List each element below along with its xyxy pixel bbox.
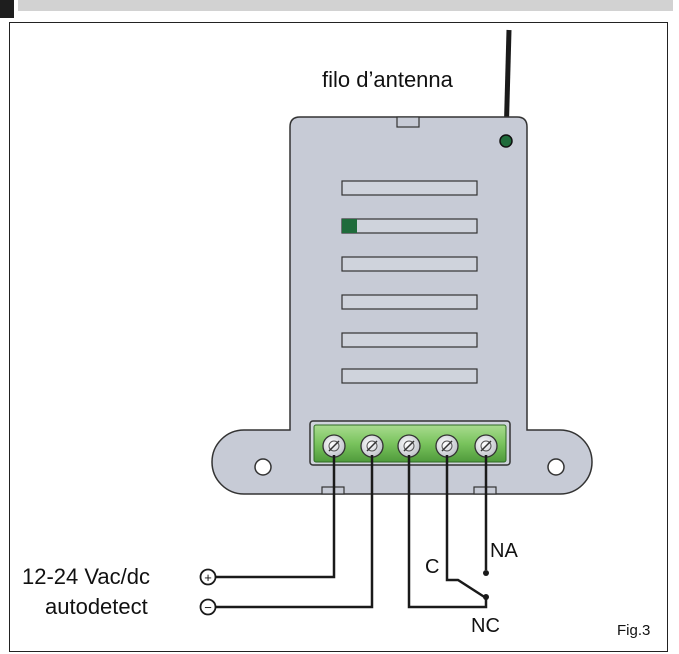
vent-slot — [341, 218, 478, 234]
wire-c — [445, 455, 487, 600]
program-led — [342, 219, 357, 233]
plus-symbol: + — [204, 570, 212, 585]
terminal-screw-nc — [397, 434, 421, 458]
c-label: C — [425, 556, 439, 578]
voltage-label: 12-24 Vac/dc — [22, 564, 150, 589]
terminal-screws — [322, 434, 498, 458]
nc-contact — [483, 594, 489, 600]
wires — [216, 455, 488, 609]
na-label: NA — [490, 540, 518, 562]
mounting-hole-right — [547, 458, 565, 476]
minus-symbol: − — [204, 600, 212, 615]
wire-positive — [216, 455, 336, 579]
terminal-screw-plus — [322, 434, 346, 458]
vent-slot — [341, 332, 478, 348]
autodetect-label: autodetect — [45, 594, 148, 619]
na-contact — [483, 570, 489, 576]
plus-terminal-symbol: + — [199, 568, 217, 586]
terminal-screw-na — [474, 434, 498, 458]
wire-negative — [216, 455, 374, 609]
terminal-screw-c — [435, 434, 459, 458]
mounting-hole-left — [254, 458, 272, 476]
vent-slot — [341, 256, 478, 272]
header-strip — [18, 0, 673, 11]
terminal-screw-minus — [360, 434, 384, 458]
nc-label: NC — [471, 615, 500, 637]
vent-slots — [341, 180, 478, 384]
wire-nc — [407, 455, 488, 609]
housing-top-tab — [396, 116, 420, 128]
header-bar — [0, 0, 679, 22]
figure-frame — [9, 22, 668, 652]
vent-slot — [341, 294, 478, 310]
header-accent — [0, 0, 14, 18]
minus-terminal-symbol: − — [199, 598, 217, 616]
vent-slot — [341, 368, 478, 384]
figure-label: Fig.3 — [617, 622, 650, 639]
status-led — [499, 134, 513, 148]
vent-slot — [341, 180, 478, 196]
antenna-label: filo d’antenna — [322, 67, 454, 92]
